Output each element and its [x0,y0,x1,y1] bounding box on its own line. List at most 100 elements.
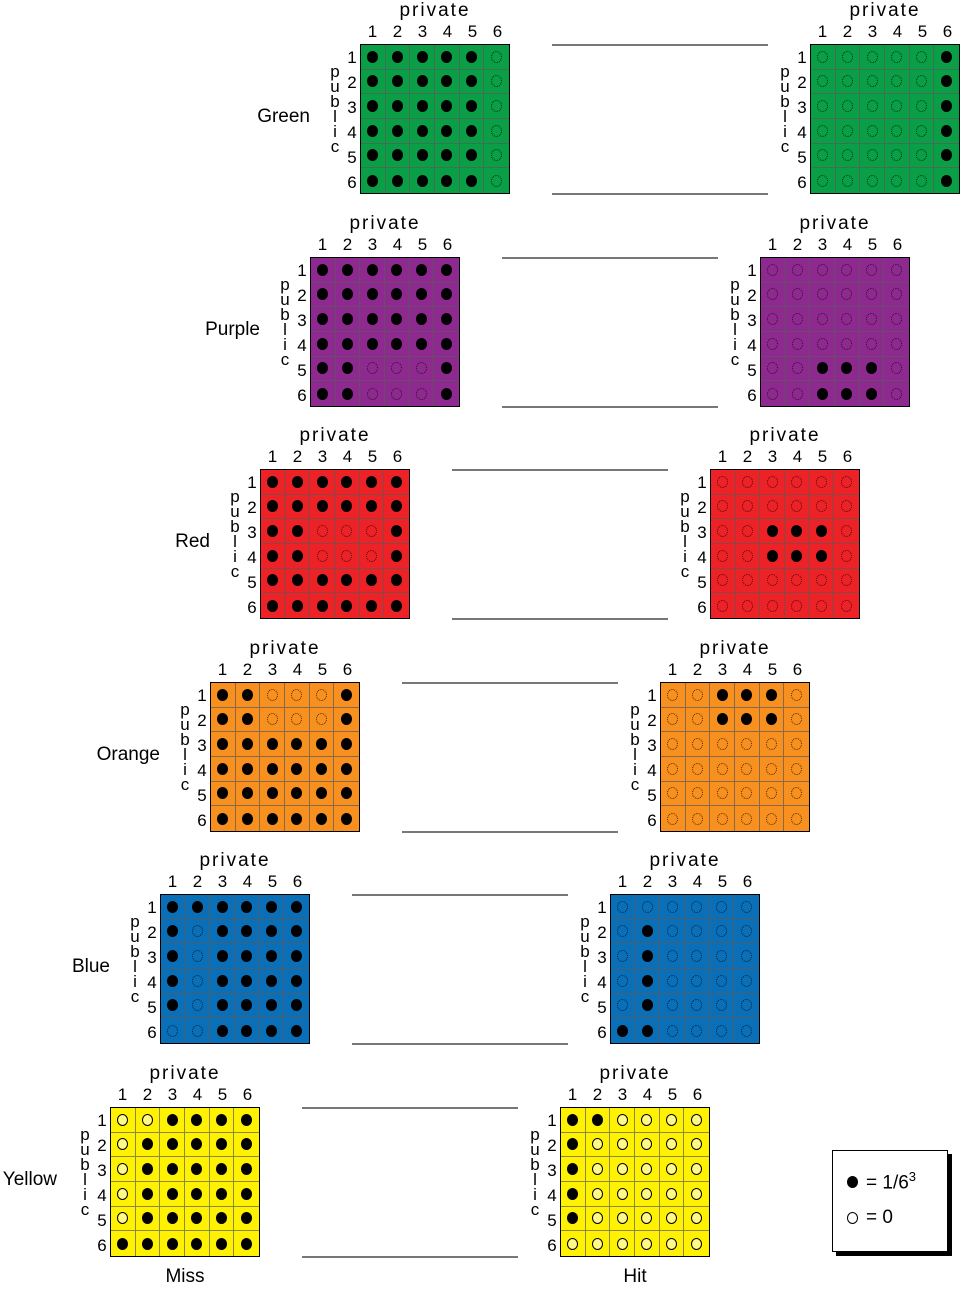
column-number: 5 [817,447,828,466]
filled-circle-icon [291,525,303,538]
grid-cell [409,258,435,283]
grid-cell [585,1206,611,1232]
filled-circle-icon [191,1212,203,1225]
filled-circle-icon [241,999,253,1012]
grid-cell [734,895,759,920]
empty-circle-icon [791,713,803,726]
public-letter: i [633,760,637,779]
row-number: 3 [547,1161,557,1180]
filled-circle-icon [391,263,403,276]
grid-cell [561,1108,586,1133]
empty-circle-icon [767,313,779,326]
grid-cell [260,732,285,757]
grid-cell [635,1231,660,1256]
connector-line-bottom [552,193,768,195]
grid-cell [161,944,186,969]
grid-cell [261,519,286,544]
grid-cell [284,756,310,782]
grid-cell [410,69,435,95]
row-number: 3 [747,311,757,330]
row-number: 5 [547,1211,557,1230]
grid-cell [384,258,410,283]
filled-circle-icon [841,362,853,375]
empty-circle-icon [767,263,779,276]
empty-circle-icon [741,950,753,963]
grid-cell [211,781,236,807]
grid-cell [459,45,485,70]
filled-circle-icon [716,688,728,701]
empty-circle-icon [915,149,927,162]
empty-circle-icon [791,263,803,276]
filled-circle-icon [415,263,427,276]
public-letter: c [580,987,590,1006]
grid-cell [259,993,285,1019]
grid-cell [284,732,310,757]
filled-circle-icon [341,263,353,276]
filled-circle-icon [241,950,253,963]
grid-cell [884,283,909,308]
column-number: 1 [217,660,228,679]
grid-cell [659,1181,685,1207]
empty-circle-icon [866,100,878,113]
empty-circle-icon [791,475,803,488]
grid-cell [735,806,760,831]
empty-circle-icon [866,75,878,88]
grid-cell [484,45,509,70]
public-letter: i [683,547,687,566]
empty-circle-icon [741,599,753,612]
empty-circle-icon [817,149,829,162]
grid-cell [261,593,286,618]
grid-cell [734,920,759,945]
grid-cell [785,593,810,618]
public-letter: b [530,1155,540,1174]
grid-cell [434,143,460,169]
hit-private-axis-label: private [749,425,821,446]
grid-cell [934,168,959,193]
grid-cell [785,307,811,332]
grid-cell [709,944,735,969]
filled-circle-icon [291,900,303,913]
empty-circle-icon [766,599,778,612]
empty-circle-icon [617,925,629,938]
empty-circle-icon [815,475,827,488]
filled-circle-icon [465,100,477,113]
grid-cell [211,683,236,708]
column-number: 4 [692,872,703,891]
public-letter: c [680,562,690,581]
grid-cell [661,781,686,807]
grid-cell [760,568,785,594]
filled-circle-icon [766,549,778,562]
grid-cell [285,519,311,544]
filled-circle-icon [216,974,228,987]
empty-circle-icon [841,100,853,113]
empty-circle-icon [691,1187,703,1200]
grid-cell [860,143,885,169]
filled-circle-icon [216,900,228,913]
filled-circle-icon [215,1113,227,1126]
grid-cell [384,356,410,382]
grid-cell [784,470,810,495]
empty-circle-icon [815,599,827,612]
grid-cell [234,1231,259,1256]
grid-cell [684,1207,709,1232]
grid-cell [859,307,885,332]
grid-cell [709,895,735,920]
grid-cell [484,168,509,193]
filled-circle-icon [441,387,453,400]
public-letter: p [80,1125,90,1144]
filled-circle-icon [391,475,403,488]
grid-cell [184,1206,210,1232]
empty-circle-icon [791,812,803,825]
public-letter: b [180,730,190,749]
empty-circle-icon [767,337,779,350]
column-number: 6 [842,447,853,466]
row-number: 2 [97,1136,107,1155]
grid-cell [834,258,860,283]
empty-circle-icon [715,900,727,913]
row-number: 1 [797,48,807,67]
column-number: 5 [467,22,478,41]
filled-circle-icon [341,337,353,350]
column-number: 6 [292,872,303,891]
grid-cell [684,895,710,920]
